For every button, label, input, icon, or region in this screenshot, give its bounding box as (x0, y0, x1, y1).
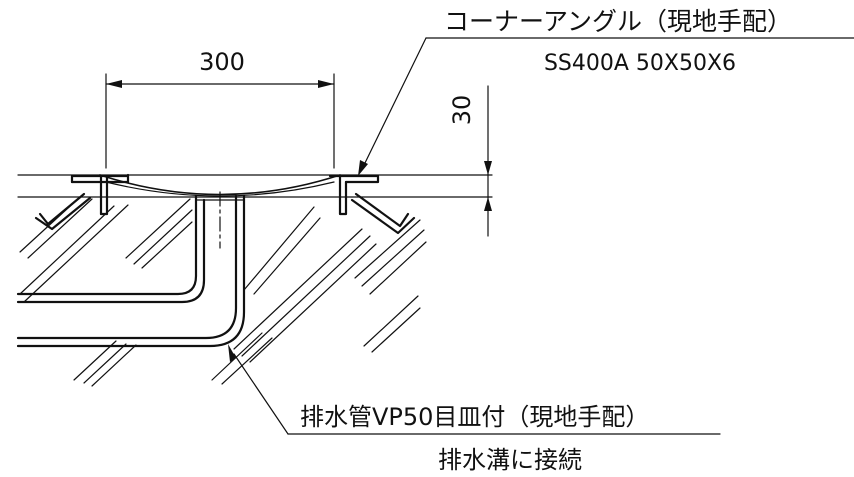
height-dimension-value: 30 (448, 95, 476, 126)
corner-angle-spec: SS400A 50X50X6 (544, 51, 736, 76)
floor-surface-lines (17, 174, 493, 198)
width-dimension (105, 73, 335, 169)
width-dimension-value: 300 (199, 48, 245, 76)
right-corner-angle (328, 174, 416, 235)
drain-pipe-leader (228, 344, 721, 435)
drain-pipe-title: 排水管VP50目皿付（現地手配） (300, 403, 649, 431)
left-corner-angle (34, 173, 130, 231)
concrete-hatching (19, 196, 427, 387)
drain-pipe (16, 194, 246, 348)
corner-angle-leader (358, 37, 854, 176)
drain-pipe-note: 排水溝に接続 (438, 446, 582, 474)
corner-angle-title: コーナーアングル（現地手配） (444, 7, 792, 36)
height-dimension (484, 85, 492, 237)
